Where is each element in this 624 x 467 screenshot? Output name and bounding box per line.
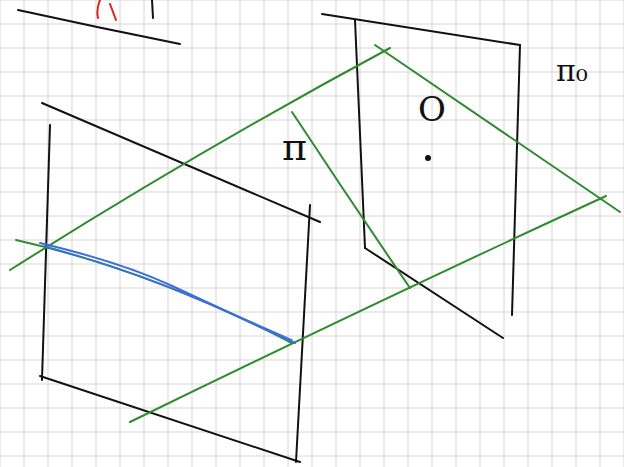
grid-line [480, 0, 481, 467]
grid-line [96, 0, 97, 467]
plane-label: π₀ [556, 56, 588, 86]
grid-line [192, 0, 193, 467]
point-label: O [418, 92, 446, 126]
grid-line [360, 0, 361, 467]
grid-line [336, 0, 337, 467]
plane-edge [152, 0, 153, 18]
grid-line [168, 0, 169, 467]
grid-line [240, 0, 241, 467]
grid-line [0, 264, 624, 265]
grid-line [432, 0, 433, 467]
plane-edge [42, 125, 50, 380]
grid-line [0, 48, 624, 49]
grid-line [312, 0, 313, 467]
grid-line [264, 0, 265, 467]
grid-line [456, 0, 457, 467]
grid-line [0, 72, 624, 73]
grid-line [0, 0, 1, 467]
grid-line [408, 0, 409, 467]
plane-edge [42, 103, 320, 222]
grid-line [384, 0, 385, 467]
plane-edge [10, 48, 390, 270]
grid-line [504, 0, 505, 467]
grid-line [0, 288, 624, 289]
point [425, 155, 431, 161]
grid-line [0, 336, 624, 337]
plane-edge [365, 248, 503, 338]
grid-line [0, 312, 624, 313]
plane-edge [296, 205, 310, 462]
grid-line [0, 24, 624, 25]
plane-edge [130, 196, 606, 422]
grid-line [144, 0, 145, 467]
plane-label: π [282, 128, 307, 166]
red-mark [97, 0, 116, 20]
grid-line [0, 168, 624, 169]
grid-line [0, 432, 624, 433]
plane-edge [18, 10, 180, 44]
grid-line [0, 192, 624, 193]
grid-line [0, 384, 624, 385]
grid-line [0, 240, 624, 241]
plane-edge [322, 14, 520, 45]
grid-line [120, 0, 121, 467]
grid-line [528, 0, 529, 467]
grid-line [48, 0, 49, 467]
grid-line [0, 456, 624, 457]
grid-line [24, 0, 25, 467]
intersection-line [44, 246, 292, 340]
intersection-line [16, 240, 292, 343]
grid-line [0, 360, 624, 361]
grid-line [0, 120, 624, 121]
grid-line [288, 0, 289, 467]
intersection-line [40, 243, 295, 343]
plane-edge [40, 376, 300, 462]
grid-line [0, 408, 624, 409]
intersection-line [292, 112, 410, 288]
plane-edge [512, 45, 520, 315]
plane-edge [375, 45, 620, 212]
grid-line [0, 96, 624, 97]
grid-line [600, 0, 601, 467]
grid-line [552, 0, 553, 467]
grid-line [0, 216, 624, 217]
grid-line [0, 0, 624, 1]
grid-line [72, 0, 73, 467]
grid-line [216, 0, 217, 467]
